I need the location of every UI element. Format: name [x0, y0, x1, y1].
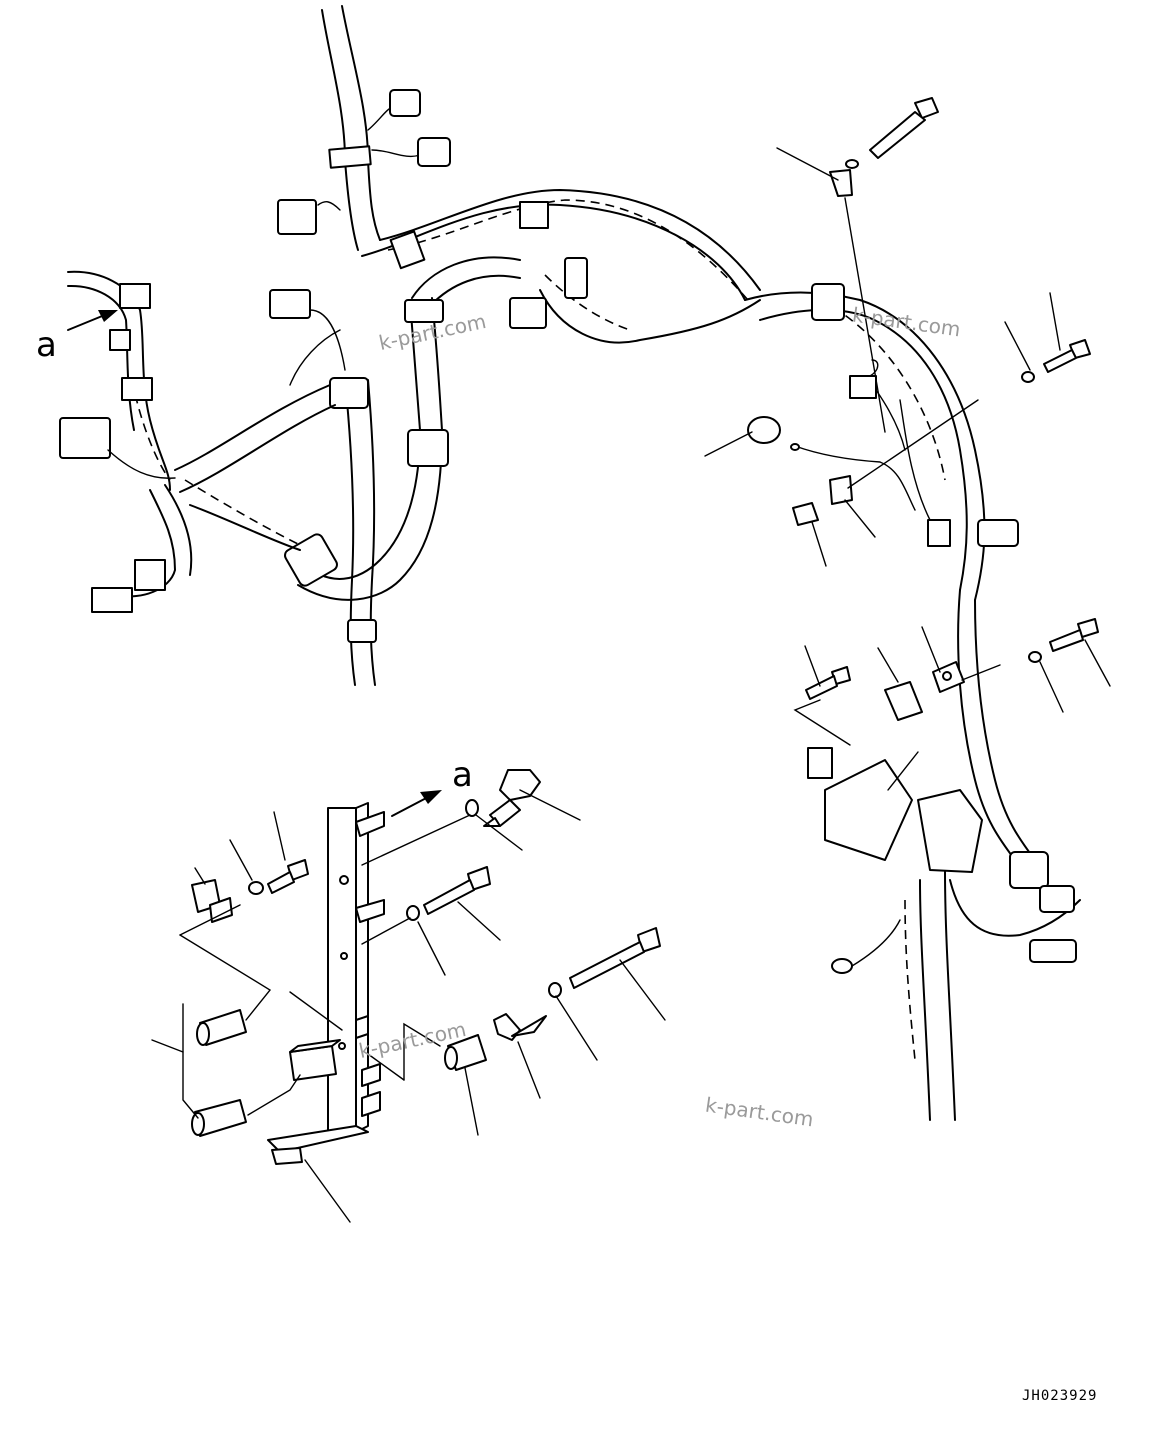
temperature-sensor: [465, 769, 541, 827]
clip-top-3: [519, 201, 549, 229]
bolt-long-lower: [548, 927, 661, 998]
connector-left-2: [134, 559, 166, 591]
right-harness: [744, 283, 1081, 1121]
bracket-right-1: [829, 475, 853, 505]
spacer-right-2: [884, 681, 923, 721]
connector-box-1: [824, 759, 913, 861]
hole-plate-right: [942, 671, 952, 681]
view-arrow-upper: [67, 310, 118, 331]
connector-box-2: [917, 789, 983, 873]
view-reference-label-a-upper: a: [36, 325, 57, 365]
clip-right-small: [927, 519, 951, 547]
clip-left-1: [119, 283, 151, 309]
clip-lower-2: [347, 619, 377, 643]
sensor-right-1: [1039, 885, 1075, 913]
bolt-top-right: [829, 97, 939, 197]
connector-upper-1: [389, 89, 421, 117]
connector-upper-2: [417, 137, 451, 167]
clip-top-1: [328, 145, 372, 169]
right-parts: [747, 97, 1099, 721]
bolt-right-1: [1021, 339, 1091, 383]
mounting-bracket: [327, 807, 357, 1141]
connector-left-small: [109, 329, 131, 351]
connector-left-1: [59, 417, 111, 459]
leader-lines-lower: [151, 789, 666, 1223]
clip-left-2: [121, 377, 153, 401]
clip-top-2: [389, 230, 426, 270]
connector-upper-3: [277, 199, 317, 235]
grommet-right: [1009, 851, 1049, 889]
leader-lines-right: [704, 147, 1111, 791]
cap-nut: [747, 416, 781, 444]
view-arrow-lower: [391, 790, 442, 817]
upper-harness: [59, 5, 761, 686]
bolt-right-2: [1028, 618, 1099, 663]
bolt-right-3: [805, 666, 851, 700]
lower-bracket-assembly: [191, 769, 661, 1165]
clip-lower-1: [329, 377, 369, 409]
clip-right-mid: [977, 519, 1019, 547]
clip-right-top: [811, 283, 845, 321]
clip-mid-1: [404, 299, 444, 323]
clip-center-1: [564, 257, 588, 299]
washer-left: [248, 881, 264, 895]
view-reference-label-a-lower: a: [452, 755, 473, 795]
bolt-long-middle: [406, 866, 491, 921]
spacer-right-1: [792, 502, 819, 526]
connector-left-3: [91, 587, 133, 613]
connector-mid-left: [269, 289, 311, 319]
connector-right-small: [849, 375, 877, 399]
sensor-right-2: [1029, 939, 1077, 963]
figure-code: JH023929: [1022, 1388, 1098, 1404]
connector-center-1: [509, 297, 547, 329]
clip-mid-2: [407, 429, 449, 467]
ring-terminal: [831, 958, 853, 974]
bracket-small-right: [807, 747, 833, 779]
bolt-left-top: [267, 859, 309, 894]
grommet-lower: [284, 533, 338, 587]
small-washer-1: [790, 443, 800, 451]
